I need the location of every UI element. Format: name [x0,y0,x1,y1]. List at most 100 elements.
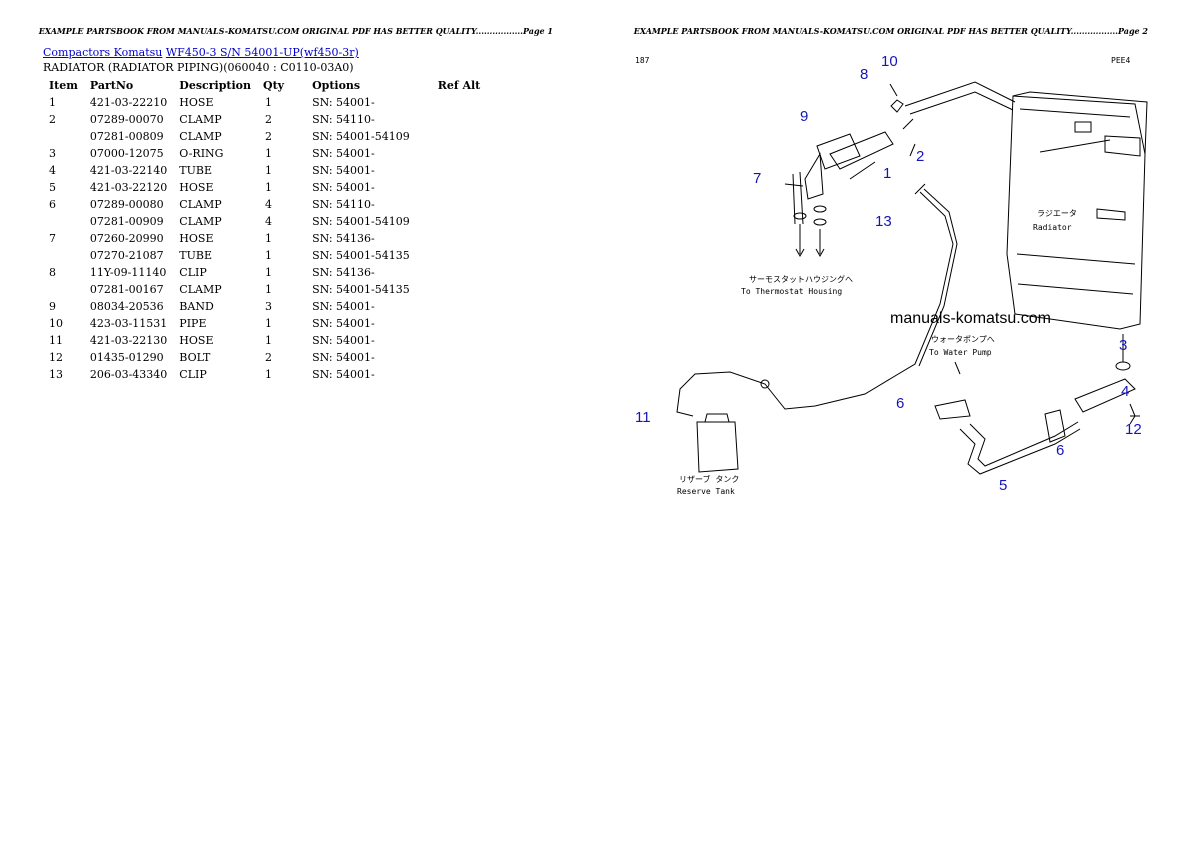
cell-description: CLIP [179,266,207,279]
cell-refalt [416,162,487,179]
callout-3[interactable]: 3 [1119,337,1127,354]
cell-qty: 1 [265,249,272,262]
cell-options: SN: 54001- [312,368,375,381]
cell-description: BOLT [179,351,211,364]
cell-item [43,128,84,145]
cell-partno: 421-03-22140 [89,164,168,177]
radiator-piping-diagram: 1 2 3 4 5 6 6 7 8 9 10 11 12 13 サーモスタットハ… [635,53,1148,496]
cell-partno: 07000-12075 [89,147,164,160]
cell-options: SN: 54001- [312,334,375,347]
cell-partno: 07281-00809 [89,130,164,143]
cell-partno: 07270-21087 [89,249,164,262]
cell-qty: 4 [265,215,272,228]
page-number: Page 2 [1117,26,1148,36]
col-partno: PartNo [89,79,134,92]
callout-10[interactable]: 10 [881,53,898,70]
callout-6b[interactable]: 6 [1056,442,1064,459]
hose-1 [829,131,894,170]
cell-item: 1 [49,96,56,109]
diagram-code-left: 187 [635,56,650,65]
cell-refalt [416,264,487,281]
callout-2[interactable]: 2 [916,148,924,165]
cell-qty: 1 [265,368,272,381]
cell-partno: 07289-00070 [89,113,164,126]
cell-description: PIPE [179,317,207,330]
cell-partno: 421-03-22210 [89,96,168,109]
cell-description: CLAMP [179,215,222,228]
cell-description: O-RING [179,147,224,160]
tube-4 [1074,378,1136,413]
breadcrumb-link-category[interactable]: Compactors Komatsu [43,46,163,59]
cell-qty: 1 [265,283,272,296]
parts-table: Item PartNo Description Qty Options Ref … [43,77,486,383]
cell-qty: 2 [265,113,272,126]
cell-item [43,247,84,264]
cell-partno: 206-03-43340 [89,368,168,381]
cell-refalt [416,213,487,230]
cell-description: BAND [179,300,214,313]
band-9 [816,133,861,170]
cell-description: TUBE [179,164,213,177]
cell-refalt [416,332,487,349]
cell-description: HOSE [179,181,214,194]
cell-item: 3 [49,147,56,160]
label-thermostat-jp: サーモスタットハウジングへ [749,274,853,284]
cell-options: SN: 54001- [312,164,375,177]
breadcrumb-link-model[interactable]: WF450-3 S/N 54001-UP(wf450-3r) [165,46,359,59]
page-2: EXAMPLE PARTSBOOK FROM MANUALS-KOMATSU.C… [595,0,1190,842]
label-thermostat-en: To Thermostat Housing [741,287,842,296]
callout-8[interactable]: 8 [860,66,868,83]
table-header-row: Item PartNo Description Qty Options Ref … [43,77,486,94]
callout-7[interactable]: 7 [753,170,761,187]
breadcrumb: Compactors Komatsu WF450-3 S/N 54001-UP(… [43,46,359,59]
cell-partno: 07260-20990 [89,232,164,245]
cell-options: SN: 54001-54135 [312,283,410,296]
cell-qty: 1 [265,181,272,194]
col-description: Description [179,79,251,92]
cell-qty: 2 [265,130,272,143]
callout-4[interactable]: 4 [1121,383,1129,400]
cell-qty: 1 [265,96,272,109]
cell-item: 11 [49,334,63,347]
page-header: EXAMPLE PARTSBOOK FROM MANUALS-KOMATSU.C… [39,26,553,36]
callout-5[interactable]: 5 [999,477,1007,494]
cell-options: SN: 54001- [312,351,375,364]
cell-refalt [416,315,487,332]
cell-item: 4 [49,164,56,177]
page-header: EXAMPLE PARTSBOOK FROM MANUALS-KOMATSU.C… [634,26,1148,36]
callout-13[interactable]: 13 [875,213,892,230]
section-title: RADIATOR (RADIATOR PIPING)(060040 : C011… [43,61,354,74]
cell-item: 2 [49,113,56,126]
cell-options: SN: 54001- [312,96,375,109]
reserve-tank [696,421,739,473]
diagram-code-right: PEE4 [1111,56,1130,65]
o-ring-3 [1115,361,1131,371]
callout-1[interactable]: 1 [883,165,891,182]
cell-item: 13 [49,368,63,381]
callout-12[interactable]: 12 [1125,421,1142,438]
hose-5 [959,428,1081,475]
cell-refalt [416,94,487,111]
cell-description: CLAMP [179,113,222,126]
cell-description: HOSE [179,334,214,347]
callout-9[interactable]: 9 [800,108,808,125]
cell-description: CLAMP [179,198,222,211]
cell-qty: 1 [265,266,272,279]
clamp-6b [1044,409,1066,443]
col-item: Item [49,79,78,92]
cell-options: SN: 54001- [312,181,375,194]
callout-6a[interactable]: 6 [896,395,904,412]
cell-description: CLAMP [179,283,222,296]
cell-qty: 4 [265,198,272,211]
cell-partno: 421-03-22120 [89,181,168,194]
cell-options: SN: 54136- [312,232,375,245]
callout-11[interactable]: 11 [635,409,651,426]
